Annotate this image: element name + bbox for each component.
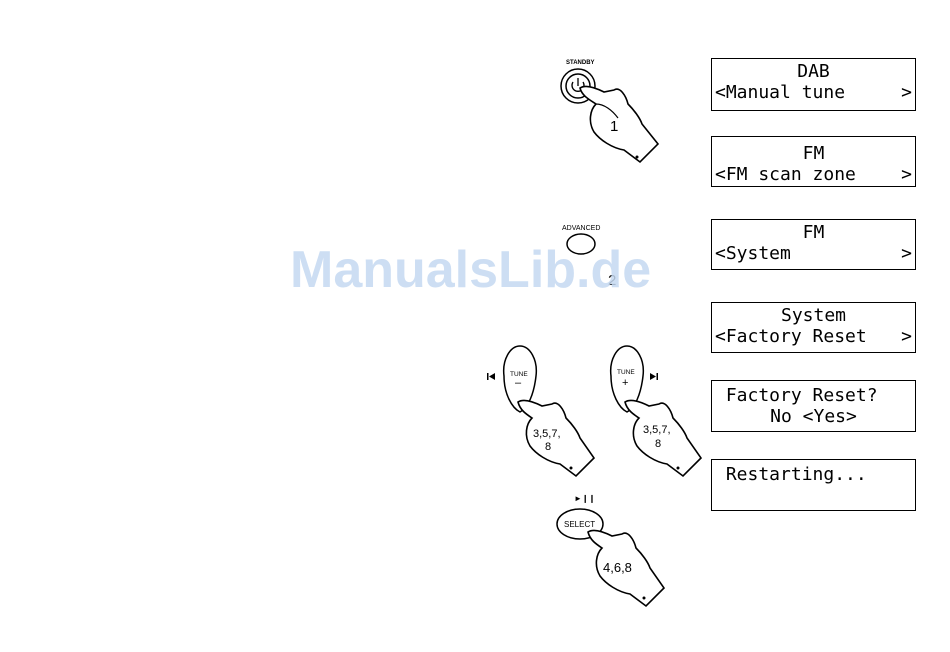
lcd-line-2: <Factory Reset >: [712, 327, 915, 348]
pressing-hand-icon: [580, 86, 658, 162]
lcd-right-arrow: >: [901, 83, 912, 103]
lcd-line-1: FM: [712, 144, 915, 165]
lcd-line-2: No <Yes>: [712, 407, 915, 428]
lcd-right-arrow: >: [901, 165, 912, 185]
lcd-right-arrow: >: [901, 327, 912, 347]
lcd-line-1: System: [712, 306, 915, 327]
lcd-display-5: Factory Reset? No <Yes>: [711, 380, 916, 432]
lcd-line-1: Factory Reset?: [712, 386, 915, 407]
lcd-line-2-text: <System: [715, 243, 791, 264]
step-number-tune-minus: 3,5,7,: [533, 428, 561, 440]
step-number-tune-plus-2: 8: [655, 438, 661, 450]
lcd-line-2-text: <Manual tune: [715, 82, 845, 103]
skip-forward-icon: [650, 373, 658, 380]
lcd-display-4: System <Factory Reset >: [711, 302, 916, 353]
tune-minus-sign: –: [515, 377, 522, 389]
lcd-right-arrow: >: [901, 244, 912, 264]
tune-plus-label: TUNE: [617, 369, 635, 376]
step-number-tune-plus: 3,5,7,: [643, 424, 671, 436]
pressing-hand-icon: [625, 400, 701, 476]
skip-back-icon: [487, 373, 495, 380]
lcd-display-1: DAB <Manual tune >: [711, 58, 916, 111]
select-label: SELECT: [564, 520, 595, 529]
tune-plus-sign: +: [622, 377, 628, 389]
lcd-line-1: FM: [712, 223, 915, 244]
lcd-line-2: <FM scan zone >: [712, 165, 915, 186]
step-number-select: 4,6,8: [603, 560, 632, 575]
lcd-line-2-text: <Factory Reset: [715, 326, 867, 347]
play-pause-icon: ►❙❙: [574, 494, 595, 503]
watermark: ManualsLib.de: [290, 240, 651, 300]
advanced-label: ADVANCED: [562, 225, 600, 232]
standby-label: STANDBY: [566, 60, 595, 66]
lcd-display-6: Restarting...: [711, 459, 916, 511]
lcd-display-3: FM <System >: [711, 219, 916, 270]
lcd-display-2: FM <FM scan zone >: [711, 136, 916, 187]
lcd-line-2: <System >: [712, 244, 915, 265]
lcd-line-2-text: <FM scan zone: [715, 164, 856, 185]
lcd-line-2: <Manual tune >: [712, 83, 915, 104]
step-number-standby: 1: [610, 118, 618, 135]
lcd-line-1: Restarting...: [712, 465, 915, 486]
lcd-line-1: DAB: [712, 62, 915, 83]
step-number-tune-minus-2: 8: [545, 441, 551, 453]
